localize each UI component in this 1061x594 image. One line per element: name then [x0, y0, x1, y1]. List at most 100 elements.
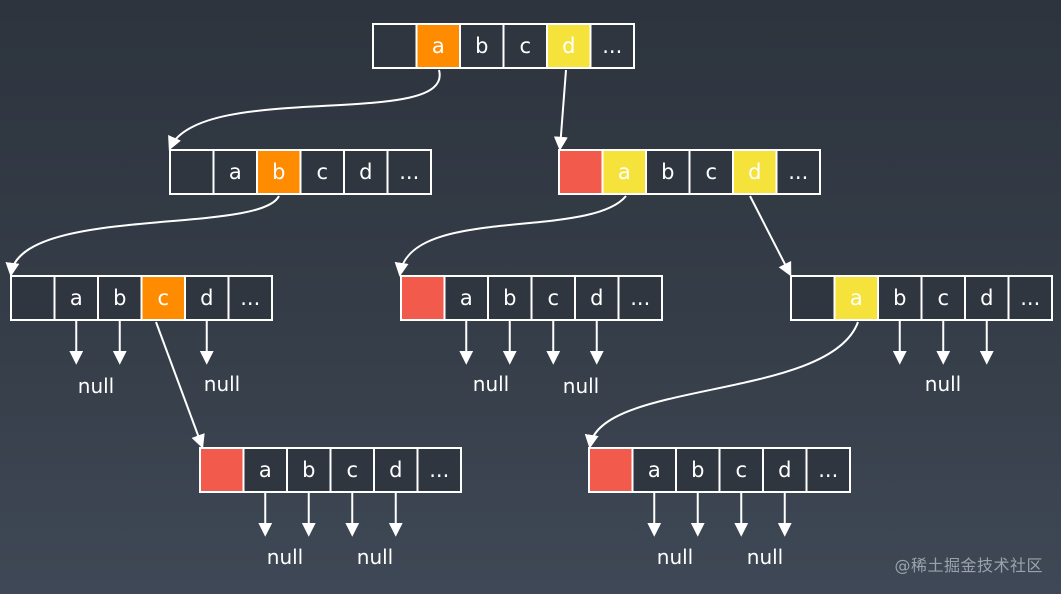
cell-label: c [157, 286, 169, 310]
null-label: null [357, 545, 393, 569]
cell-label: c [937, 286, 949, 310]
cell-label: ... [602, 34, 622, 58]
cell-label: d [359, 160, 372, 184]
child-pointer-cell [416, 447, 462, 493]
cell-label: d [980, 286, 993, 310]
child-pointer-cell [631, 447, 677, 493]
edge-d-a [394, 195, 627, 277]
cell-label: b [113, 286, 126, 310]
cell-label: a [259, 458, 272, 482]
cell-label: c [735, 458, 747, 482]
end-flag-cell [790, 275, 836, 321]
child-pointer-cell [1007, 275, 1053, 321]
child-pointer-cell [645, 149, 691, 195]
cell-label: ... [630, 286, 650, 310]
child-pointer-cell [732, 149, 778, 195]
cell-label: b [893, 286, 906, 310]
end-flag-cell [588, 447, 634, 493]
cell-label: d [562, 34, 575, 58]
trie-node-node-a: a b c d... [169, 149, 432, 195]
cell-label: a [229, 160, 242, 184]
cell-label: a [460, 286, 473, 310]
cell-label: ... [1020, 286, 1040, 310]
child-pointer-cell [877, 275, 923, 321]
null-label: null [204, 372, 240, 396]
null-label: null [267, 545, 303, 569]
nodes-layer: a b c d... a b c d... a b c d... a b c d... a b c d... a b c d.… [10, 23, 1053, 493]
null-label: null [563, 374, 599, 398]
end-flag-cell [558, 149, 604, 195]
null-label: null [473, 372, 509, 396]
child-pointer-cell [256, 149, 302, 195]
child-pointer-cell [227, 275, 273, 321]
cell-label: ... [788, 160, 808, 184]
child-pointer-cell [589, 23, 635, 69]
cell-label: c [346, 458, 358, 482]
child-pointer-cell [184, 275, 230, 321]
cell-label: b [475, 34, 488, 58]
cell-label: a [70, 286, 83, 310]
cell-label: c [705, 160, 717, 184]
watermark: @稀土掘金技术社区 [894, 556, 1043, 575]
null-label: null [747, 545, 783, 569]
end-flag-cell [372, 23, 418, 69]
edge-root-a [168, 69, 441, 151]
null-pointers-layer: null null null null null null null null null [69, 320, 994, 569]
child-pointer-cell [502, 23, 548, 69]
cell-label: b [661, 160, 674, 184]
cell-label: c [519, 34, 531, 58]
cell-label: ... [818, 458, 838, 482]
child-pointer-cell [415, 23, 461, 69]
child-pointer-cell [617, 275, 663, 321]
null-label: null [925, 372, 961, 396]
cell-label: a [432, 34, 445, 58]
cell-label: d [590, 286, 603, 310]
child-pointer-cell [675, 447, 721, 493]
child-pointer-cell [775, 149, 821, 195]
cell-label: d [200, 286, 213, 310]
trie-node-node-abc: a b c d... [199, 447, 462, 493]
trie-node-node-d: a b c d... [558, 149, 821, 195]
child-pointer-cell [97, 275, 143, 321]
trie-node-node-dda: a b c d... [588, 447, 851, 493]
cell-label: b [691, 458, 704, 482]
cell-label: d [778, 458, 791, 482]
null-label: null [657, 545, 693, 569]
end-flag-cell [10, 275, 56, 321]
cell-label: b [503, 286, 516, 310]
cell-label: b [272, 160, 285, 184]
child-pointer-cell [386, 149, 432, 195]
cell-label: ... [399, 160, 419, 184]
child-pointer-cell [299, 149, 345, 195]
end-flag-cell [169, 149, 215, 195]
cell-label: c [316, 160, 328, 184]
edge-dd-a [584, 321, 859, 449]
child-pointer-cell [964, 275, 1010, 321]
cell-label: ... [429, 458, 449, 482]
end-flag-cell [199, 447, 245, 493]
child-pointer-cell [688, 149, 734, 195]
cell-label: a [648, 458, 661, 482]
child-pointer-cell [343, 149, 389, 195]
child-pointer-cell [242, 447, 288, 493]
cell-label: d [748, 160, 761, 184]
trie-node-node-ab: a b c d... [10, 275, 273, 321]
trie-node-root: a b c d... [372, 23, 635, 69]
cell-label: ... [240, 286, 260, 310]
edge-d-d [749, 195, 792, 277]
child-pointer-cell [805, 447, 851, 493]
child-pointer-cell [530, 275, 576, 321]
cell-label: a [618, 160, 631, 184]
edge-root-d [553, 69, 568, 151]
cell-label: b [302, 458, 315, 482]
child-pointer-cell [459, 23, 505, 69]
edge-a-b [5, 195, 280, 277]
cell-label: c [547, 286, 559, 310]
end-flag-cell [400, 275, 446, 321]
edge-ab-c [155, 321, 205, 449]
null-label: null [78, 374, 114, 398]
cell-label: d [389, 458, 402, 482]
trie-node-node-dd: a b c d... [790, 275, 1053, 321]
cell-label: a [850, 286, 863, 310]
